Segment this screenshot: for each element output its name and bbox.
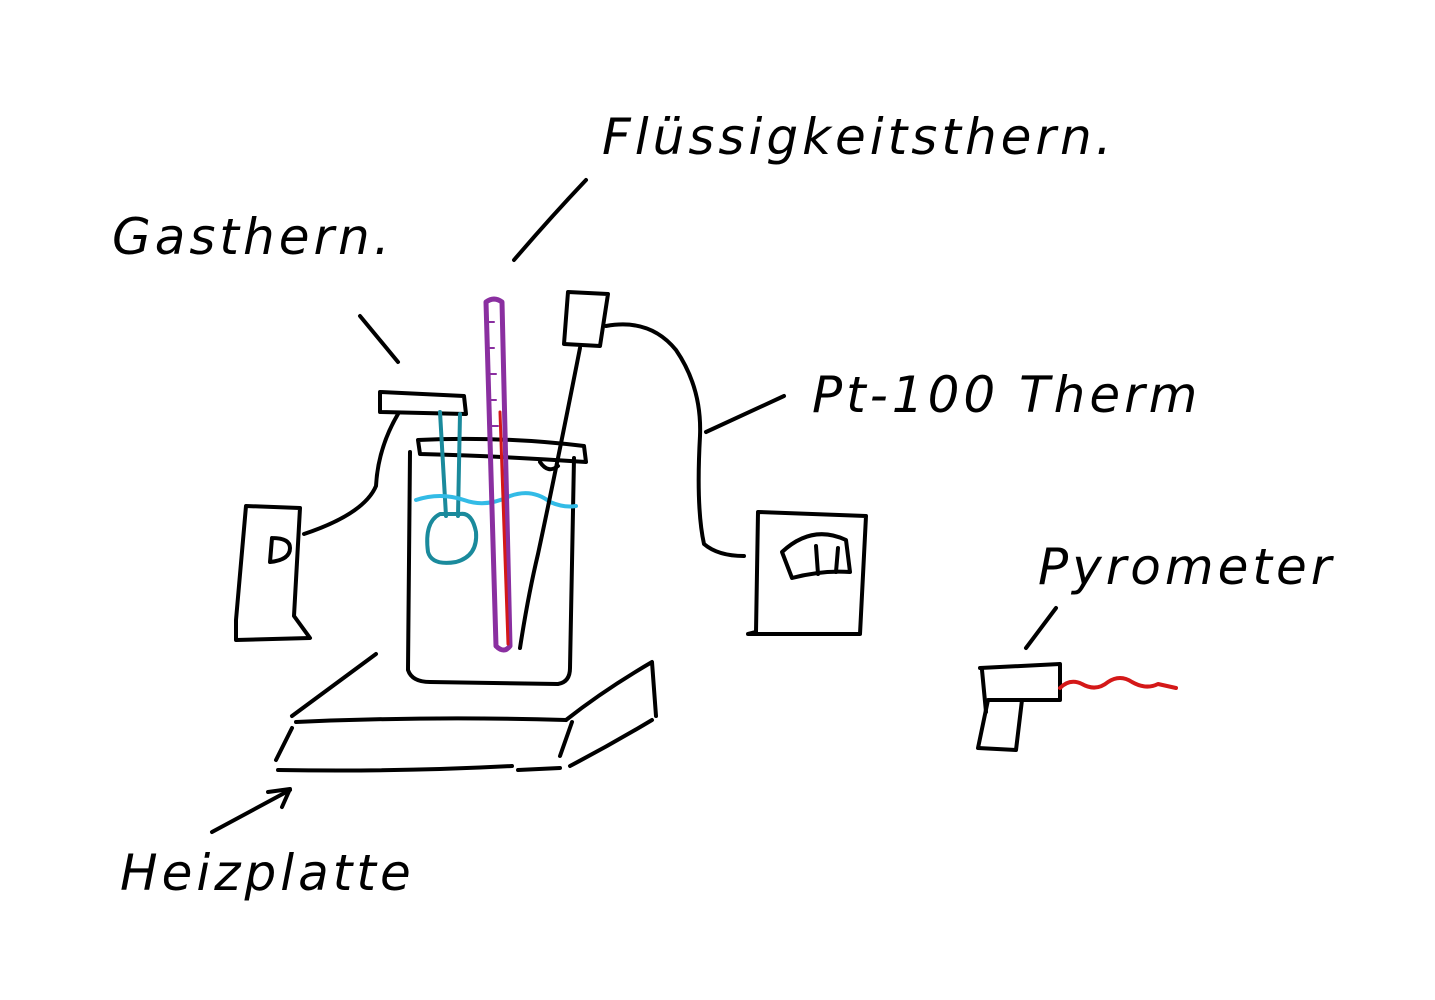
liquid-thermometer-scale — [485, 321, 499, 427]
pt100-probe-head — [562, 290, 610, 348]
label-gas-thermometer: Gasthern. — [112, 208, 394, 266]
leader-line-hot-plate — [210, 788, 292, 834]
gas-thermometer-manometer — [234, 504, 312, 642]
leader-line-liquid-thermometer — [512, 178, 588, 262]
gas-thermometer-bulb — [425, 511, 479, 565]
label-pt100-thermometer: Pt-100 Therm — [812, 366, 1201, 424]
pt100-meter-dial — [780, 532, 852, 580]
liquid-thermometer-tube — [483, 296, 513, 653]
pt100-thermometer — [518, 290, 868, 650]
gas-thermometer-tube — [302, 412, 400, 536]
leader-line-pt100 — [704, 394, 786, 434]
label-pyrometer: Pyrometer — [1038, 538, 1335, 596]
gas-thermometer-manometer-mark — [268, 536, 292, 564]
infrared-ray — [1058, 676, 1178, 690]
beaker-rim — [416, 436, 588, 464]
pyrometer — [976, 662, 1178, 752]
leader-lines — [210, 178, 1058, 834]
leader-line-pyrometer — [1024, 606, 1058, 650]
liquid-thermometer — [483, 296, 513, 653]
pt100-cable — [604, 322, 746, 558]
hot-plate — [274, 652, 658, 773]
label-liquid-thermometer: Flüssigkeitsthern. — [602, 108, 1116, 166]
pyrometer-handle-edge — [980, 668, 988, 714]
gas-thermometer — [234, 390, 479, 642]
pt100-meter-needle — [814, 544, 840, 576]
leader-arrowhead-hot-plate — [266, 787, 292, 809]
pyrometer-body — [976, 662, 1062, 752]
liquid-thermometer-column — [498, 410, 510, 646]
gas-thermometer-stopper — [378, 390, 468, 416]
pt100-meter-box — [746, 510, 868, 636]
liquid-level — [414, 491, 578, 509]
leader-line-gas-thermometer — [358, 314, 400, 364]
beaker-body — [406, 450, 576, 686]
pt100-probe-rod — [518, 346, 582, 650]
label-hot-plate: Heizplatte — [120, 844, 415, 902]
